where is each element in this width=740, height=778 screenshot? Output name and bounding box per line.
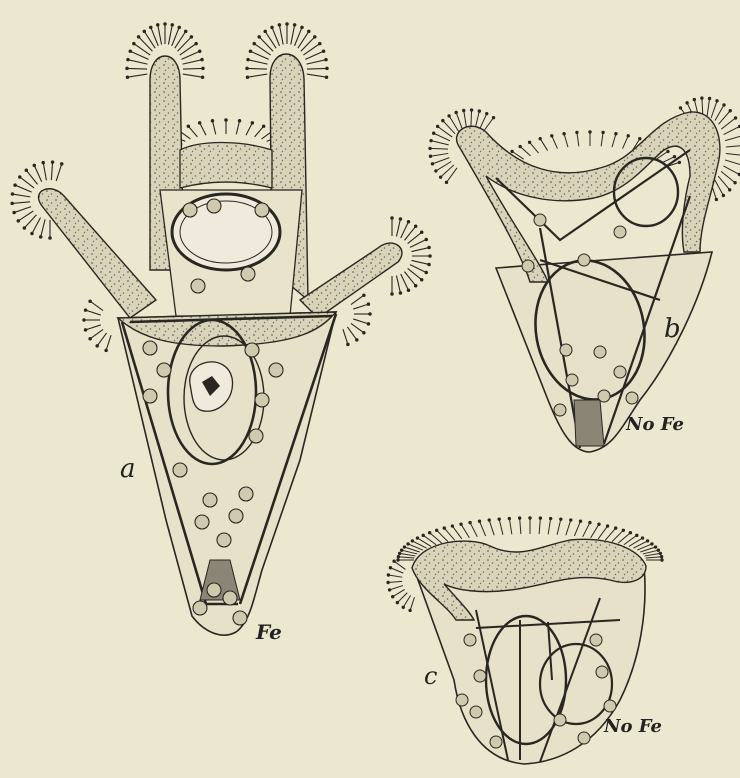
specimen-b <box>429 97 740 452</box>
figure-label-c: c <box>424 664 437 688</box>
annotation-no-fe-b: No Fe <box>626 416 684 434</box>
specimen-a-arm-lower-left <box>39 189 156 318</box>
annotation-no-fe-c: No Fe <box>604 718 662 736</box>
specimen-a <box>11 23 431 635</box>
specimen-a-oral-arch <box>180 143 272 189</box>
figure-label-b: b <box>664 316 681 342</box>
specimen-a-arm-lower-right <box>300 243 402 318</box>
annotation-fe: Fe <box>256 622 282 642</box>
figure-label-a: a <box>120 456 136 482</box>
